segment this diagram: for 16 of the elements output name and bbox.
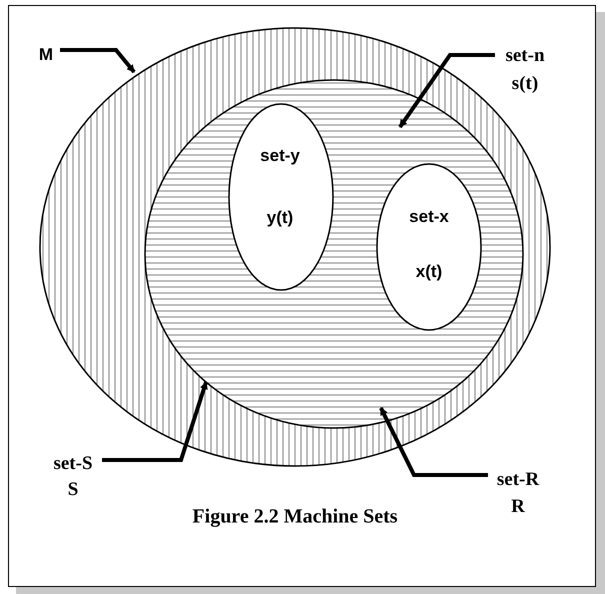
set-label: set-S [53, 453, 93, 475]
function-label: S [68, 479, 78, 501]
set-label: M [38, 45, 54, 65]
function-label: R [511, 496, 525, 518]
arrow [398, 53, 495, 128]
function-label: s(t) [512, 73, 538, 95]
function-label: x(t) [416, 262, 442, 282]
function-label: y(t) [266, 208, 294, 228]
set-label: set-y [260, 146, 300, 166]
set-label: set-x [409, 207, 449, 227]
arrow [379, 407, 488, 477]
set-label: set-n [505, 45, 545, 67]
set-label: set-R [496, 469, 540, 491]
figure-caption: Figure 2.2 Machine Sets [192, 506, 398, 528]
arrow [60, 48, 136, 74]
arrow [102, 381, 208, 462]
